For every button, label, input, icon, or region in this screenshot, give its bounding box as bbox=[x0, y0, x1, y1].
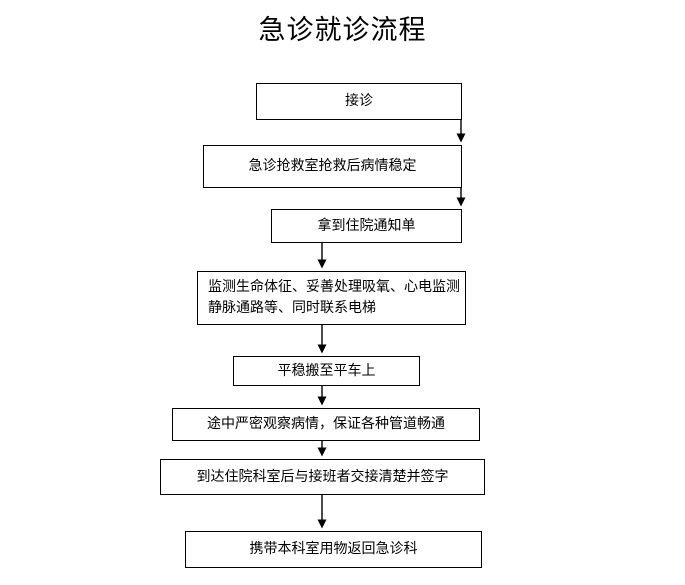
page-title: 急诊就诊流程 bbox=[258, 15, 427, 46]
flow-node-4-label: 监测生命体征、妥善处理吸氧、心电监测 静脉通路等、同时联系电梯 bbox=[208, 279, 460, 316]
flow-node-8[interactable]: 携带本科室用物返回急诊科 bbox=[185, 531, 482, 568]
flow-node-5[interactable]: 平稳搬至平车上 bbox=[233, 356, 420, 386]
flow-node-7[interactable]: 到达住院科室后与接班者交接清楚并签字 bbox=[160, 459, 485, 495]
flow-node-2-label: 急诊抢救室抢救后病情稳定 bbox=[248, 158, 417, 174]
flow-node-6-label: 途中严密观察病情，保证各种管道畅通 bbox=[207, 416, 445, 432]
flow-node-1[interactable]: 接诊 bbox=[256, 83, 462, 120]
flow-node-3-label: 拿到住院通知单 bbox=[317, 217, 416, 234]
flow-node-1-label: 接诊 bbox=[345, 93, 373, 109]
flow-node-5-label: 平稳搬至平车上 bbox=[277, 362, 376, 379]
flow-node-7-label: 到达住院科室后与接班者交接清楚并签字 bbox=[196, 468, 449, 485]
flow-node-8-label: 携带本科室用物返回急诊科 bbox=[249, 541, 418, 557]
flow-node-2[interactable]: 急诊抢救室抢救后病情稳定 bbox=[203, 145, 462, 188]
flow-node-4[interactable]: 监测生命体征、妥善处理吸氧、心电监测 静脉通路等、同时联系电梯 bbox=[197, 271, 466, 325]
flow-node-3[interactable]: 拿到住院通知单 bbox=[271, 209, 462, 243]
flow-node-6[interactable]: 途中严密观察病情，保证各种管道畅通 bbox=[172, 408, 480, 441]
